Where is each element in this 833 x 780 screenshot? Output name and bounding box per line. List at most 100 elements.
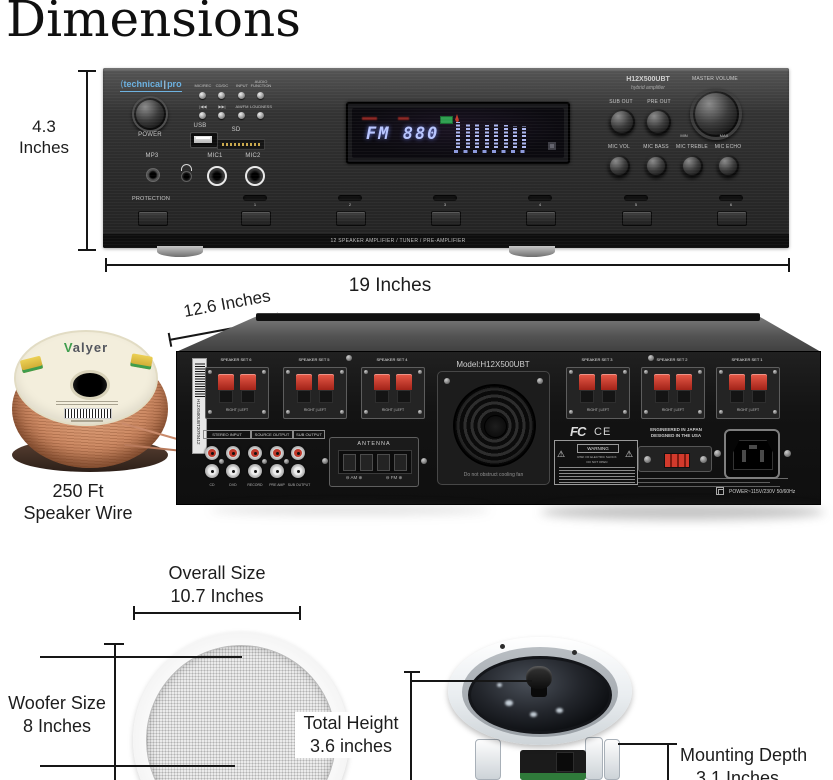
mounting-depth-line1: Mounting Depth	[680, 745, 808, 765]
preset-slot	[243, 195, 267, 201]
height-unit: Inches	[18, 138, 70, 157]
antenna-post	[377, 454, 390, 471]
preset-slot	[719, 195, 743, 201]
terminal-clip-right	[654, 374, 670, 404]
front-strip-text: 12 SPEAKER AMPLIFIER / TUNER / PRE-AMPLI…	[330, 238, 466, 244]
rca-jack-red	[205, 446, 219, 460]
fan-screw	[537, 378, 543, 384]
button-label-next: ▶▶|	[218, 104, 226, 109]
amplifier-front-panel: ⟨technical|pro POWER MIC/REC CD/DC INPUT…	[103, 68, 789, 248]
speaker-set-label: SPEAKER SET 3	[581, 357, 613, 362]
cone-highlight	[530, 712, 537, 717]
woofer-size-line1: Woofer Size	[8, 693, 106, 713]
plate-screw	[262, 410, 266, 414]
voltage-screw	[700, 456, 707, 463]
total-height-dimension-line	[410, 672, 412, 780]
height-dimension-line	[86, 71, 88, 251]
rear-panel-top-face	[176, 316, 821, 352]
button-label-am-fm: AM/FM	[235, 104, 249, 109]
front-model-text: H12X500UBT	[626, 76, 670, 83]
brand-word-2: pro	[167, 79, 182, 89]
spool-brand: Valyer	[16, 340, 156, 355]
plate-screw	[719, 370, 723, 374]
preset-number-2: 2	[348, 202, 352, 207]
usb-port-tongue	[196, 137, 210, 139]
speaker-set-4: SPEAKER SET 4 RIGHT | LEFT	[361, 357, 425, 422]
speaker-set-1: SPEAKER SET 1 RIGHT | LEFT	[716, 357, 780, 422]
brand-word-1: technical	[123, 79, 163, 89]
plate-screw	[286, 410, 290, 414]
spectrum-bar	[504, 125, 508, 148]
rear-fineprint	[638, 486, 780, 487]
rear-fineprint	[638, 482, 770, 483]
engineered-text: ENGINEERED IN JAPAN DESIGNED IN THE USA	[641, 427, 711, 439]
antenna-screw	[322, 458, 328, 464]
sd-slot-pins	[222, 143, 260, 146]
preset-slot	[338, 195, 362, 201]
display-green-badge	[440, 116, 453, 124]
plate-screw	[773, 370, 777, 374]
rear-model-text: Model:H12X500UBT	[456, 360, 530, 369]
overall-size-line1: Overall Size	[168, 563, 266, 583]
width-dimension-label: 19 Inches	[348, 275, 432, 296]
fan-screw	[444, 378, 450, 384]
terminal-clip-right	[579, 374, 595, 404]
headphone-icon	[181, 164, 192, 171]
display-indicator-red-2	[398, 117, 409, 120]
inlet-screw	[784, 450, 791, 457]
crossover-pcb-edge	[520, 773, 586, 780]
fcc-mark: FC	[570, 424, 586, 439]
preset-slot	[528, 195, 552, 201]
preset-slot	[624, 195, 648, 201]
amp-foot-right	[509, 246, 555, 257]
antenna-label: ANTENNA	[357, 441, 391, 447]
preset-number-1: 1	[253, 202, 257, 207]
display-corner-icon	[548, 142, 556, 150]
preset-button-5	[622, 211, 652, 226]
trim-screw	[500, 644, 505, 649]
mic-echo-label: MIC ECHO	[714, 144, 742, 150]
rca-screw	[284, 459, 289, 464]
sub-out-label: SUB OUT	[609, 99, 633, 105]
spool-caption-line1: 250 Ft	[52, 481, 104, 501]
rear-panel-vent-bar	[256, 313, 760, 321]
plate-screw	[644, 370, 648, 374]
warning-fineprint	[559, 467, 635, 483]
woofer-size-label: Woofer Size 8 Inches	[0, 692, 114, 738]
fm-label: ⊖ FM ⊕	[385, 475, 403, 480]
rca-screw	[219, 459, 224, 464]
spool-fineprint-2	[71, 420, 103, 422]
spectrum-bar	[466, 124, 470, 148]
antenna-post	[360, 454, 373, 471]
rca-label-cd: CD	[209, 483, 215, 487]
mounting-depth-dimension-line	[667, 744, 669, 780]
rca-jack-red	[226, 446, 240, 460]
mounting-depth-leader	[618, 743, 667, 745]
mp3-label: MP3	[145, 153, 159, 159]
page-title: Dimensions	[6, 0, 301, 48]
engineered-line-2: DESIGNED IN THE USA	[650, 433, 702, 438]
spectrum-bar	[475, 124, 479, 148]
plate-screw	[698, 410, 702, 414]
display-frequency-text: FM 880	[366, 124, 440, 144]
right-left-label: RIGHT | LEFT	[586, 408, 610, 412]
spool-label: Valyer	[14, 330, 158, 426]
right-left-label: RIGHT | LEFT	[225, 408, 249, 412]
preset-number-6: 6	[729, 202, 733, 207]
spool-badge-left	[19, 355, 44, 374]
preset-button-2	[336, 211, 366, 226]
plate-screw	[340, 410, 344, 414]
master-volume-label: MASTER VOLUME	[692, 76, 738, 82]
plate-screw	[364, 410, 368, 414]
pre-out-label: PRE OUT	[647, 99, 671, 105]
terminal-clip-left	[601, 374, 617, 404]
mic1-label: MIC1	[207, 153, 223, 159]
button-label-loudness: LOUDNESS	[249, 104, 272, 109]
plate-screw	[569, 370, 573, 374]
overall-size-dimension-line	[133, 606, 301, 620]
preset-button-1	[241, 211, 271, 226]
terminal-clip-left	[396, 374, 412, 404]
spectrum-bar	[485, 125, 489, 148]
warning-triangle-icon: ⚠	[625, 449, 634, 459]
rca-jack-red	[291, 446, 305, 460]
